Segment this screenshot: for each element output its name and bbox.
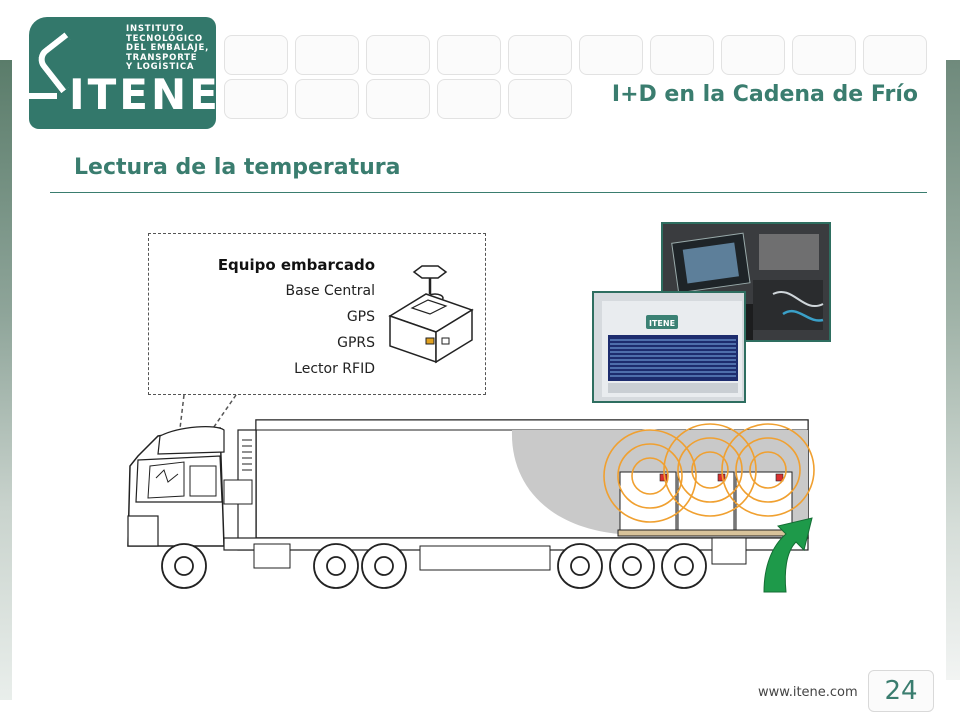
header-title: I+D en la Cadena de Frío — [607, 82, 922, 107]
background-photo-strip-left — [0, 60, 12, 700]
photo-onboard-hardware — [661, 222, 831, 342]
logo-institute-name: INSTITUTO TECNOLÓGICO DEL EMBALAJE, TRAN… — [126, 24, 210, 72]
equipment-title: Equipo embarcado — [217, 256, 375, 274]
footer-url[interactable]: www.itene.com — [758, 685, 858, 700]
title-divider — [50, 192, 927, 193]
slide-title: Lectura de la temperatura — [74, 155, 401, 180]
photo-monitoring-screen: ITENE — [592, 291, 746, 403]
equipment-list: Equipo embarcado Base Central GPS GPRS L… — [160, 252, 375, 382]
decorative-tile-grid — [220, 33, 945, 123]
equipment-item: GPS — [346, 309, 375, 325]
equipment-item: Base Central — [285, 283, 375, 299]
equipment-item: GPRS — [337, 335, 375, 351]
logo-dash — [29, 93, 57, 99]
refrigerated-truck-illustration — [127, 419, 815, 593]
background-photo-strip-right — [946, 60, 960, 680]
equipment-item: Lector RFID — [294, 361, 375, 377]
logo-wordmark: ITENE — [69, 70, 221, 119]
screen-logo-text: ITENE — [649, 319, 675, 328]
equipment-callout-box — [148, 233, 486, 395]
page-number: 24 — [868, 670, 934, 712]
onboard-device-icon — [388, 265, 474, 364]
itene-logo: INSTITUTO TECNOLÓGICO DEL EMBALAJE, TRAN… — [29, 17, 218, 129]
